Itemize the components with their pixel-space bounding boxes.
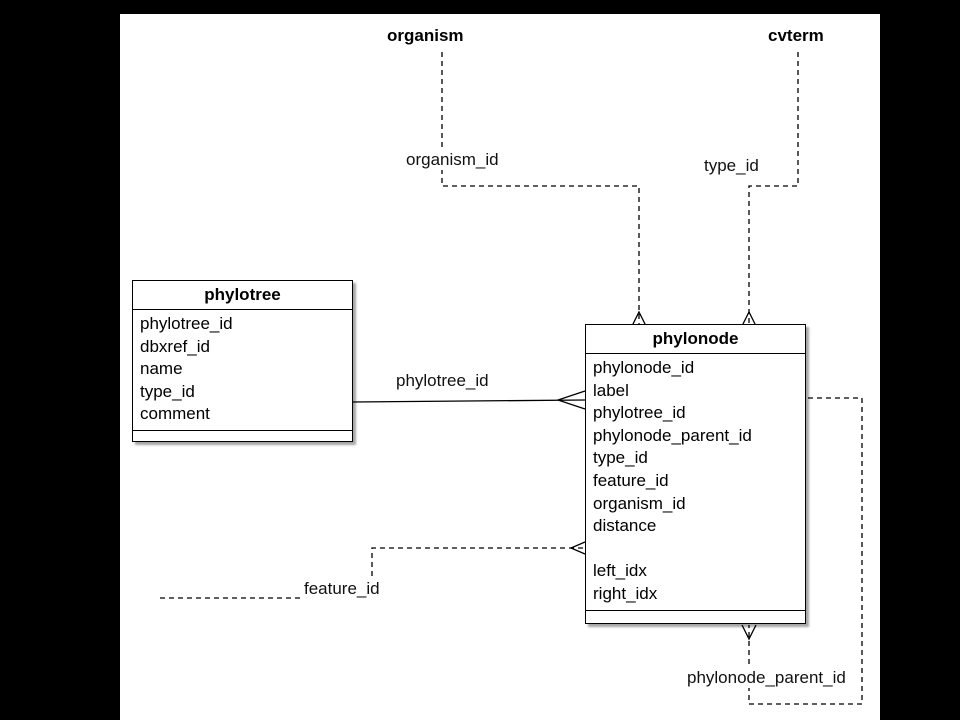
relation-label-type-id: type_id xyxy=(702,156,761,176)
field-type-id: type_id xyxy=(593,448,648,468)
relation-label-feature-id: feature_id xyxy=(302,579,382,599)
field-phylotree-id: phylotree_id xyxy=(140,314,233,333)
field-name: name xyxy=(140,359,183,379)
field-phylonode-id: phylonode_id xyxy=(593,358,695,377)
edge-cvterm-phylonode xyxy=(748,52,799,326)
relation-label-phylotree-id: phylotree_id xyxy=(394,371,491,391)
crowfoot-organism xyxy=(631,310,647,327)
relationship-lines xyxy=(160,52,863,705)
crowfoot-cvterm xyxy=(741,310,757,327)
field-left-idx: left_idx xyxy=(593,561,647,581)
table-phylonode-footer xyxy=(586,609,805,627)
table-phylotree: phylotree phylotree_id dbxref_id name ty… xyxy=(132,280,353,442)
field-type-id: type_id xyxy=(140,381,195,401)
entity-organism: organism xyxy=(387,26,464,45)
relation-label-organism-id: organism_id xyxy=(404,150,501,170)
field-phylonode-parent-id: phylonode_parent_id xyxy=(593,425,752,445)
table-phylotree-fields: phylotree_id dbxref_id name type_id comm… xyxy=(133,310,352,430)
field-comment: comment xyxy=(140,404,210,424)
field-distance: distance xyxy=(593,516,657,536)
entity-cvterm: cvterm xyxy=(768,26,824,45)
field-dbxref-id: dbxref_id xyxy=(140,336,210,356)
field-right-idx: right_idx xyxy=(593,583,658,603)
field-phylotree-id: phylotree_id xyxy=(593,403,686,423)
edge-feature-phylonode xyxy=(160,547,585,599)
crowfoot-feature xyxy=(569,541,586,555)
table-phylotree-title: phylotree xyxy=(133,281,352,310)
table-phylonode-fields: phylonode_id label phylotree_id phylonod… xyxy=(586,354,805,610)
field-organism-id: organism_id xyxy=(593,493,686,513)
field-spacer xyxy=(593,538,805,561)
diagram-canvas: organism cvterm organism_id type_id phyl… xyxy=(120,14,880,720)
edge-organism-phylonode xyxy=(441,52,640,326)
crowfoot-self xyxy=(741,624,757,641)
field-feature-id: feature_id xyxy=(593,470,669,490)
table-phylotree-footer xyxy=(133,429,352,447)
edge-phylotree-phylonode xyxy=(352,399,586,403)
field-label: label xyxy=(593,380,629,400)
table-phylonode: phylonode phylonode_id label phylotree_i… xyxy=(585,324,806,624)
relation-label-phylonode-parent-id: phylonode_parent_id xyxy=(685,668,848,688)
table-phylonode-title: phylonode xyxy=(586,325,805,354)
crowfoot-phylotree xyxy=(555,390,586,410)
